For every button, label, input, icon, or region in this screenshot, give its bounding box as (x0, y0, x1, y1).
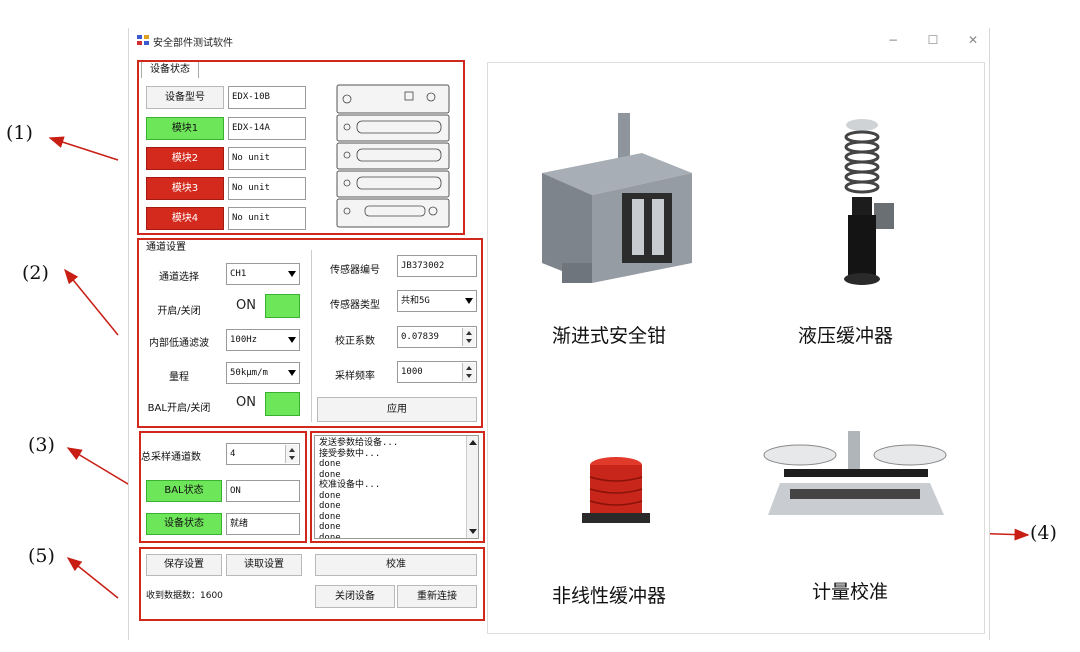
close-device-button[interactable]: 关闭设备 (315, 585, 395, 608)
device-state-indicator: 设备状态 (146, 513, 222, 535)
total-channels-value: 4 (230, 449, 236, 459)
product-caption-4: 计量校准 (812, 581, 889, 603)
annotation-label-4: (4) (1030, 522, 1057, 544)
module-2-value: No unit (228, 147, 306, 170)
channel-select-label: 通道选择 (159, 272, 199, 283)
total-channels-label: 总采样通道数 (141, 452, 201, 463)
on-off-toggle[interactable] (265, 294, 300, 318)
sensor-type-value: 共和5G (401, 296, 430, 306)
annotation-label-1: (1) (6, 122, 33, 144)
sensor-type-dropdown[interactable]: 共和5G (397, 290, 477, 312)
bal-status-indicator: BAL状态 (146, 480, 222, 502)
on-off-state: ON (236, 298, 256, 313)
log-textbox[interactable]: 发送参数给设备... 接受参数中... done done 校准设备中... d… (314, 435, 479, 539)
total-channels-spinbox[interactable]: 4 (226, 443, 300, 465)
arrow-3 (66, 447, 139, 491)
bal-on-off-label: BAL开启/关闭 (147, 403, 211, 414)
calibration-scale-image[interactable] (760, 423, 950, 543)
calib-coef-spinbox[interactable]: 0.07839 (397, 326, 477, 348)
nonlinear-buffer-image[interactable] (578, 453, 658, 533)
channel-select-dropdown[interactable]: CH1 (226, 263, 300, 285)
module-3-status[interactable]: 模块3 (146, 177, 224, 200)
hydraulic-buffer-image[interactable] (828, 113, 908, 288)
bal-on-off-state: ON (236, 395, 256, 410)
sensor-id-label: 传感器编号 (330, 265, 380, 276)
chevron-down-icon (288, 337, 296, 343)
log-scrollbar[interactable] (466, 436, 478, 538)
reconnect-button[interactable]: 重新连接 (397, 585, 477, 608)
maximize-button[interactable]: ☐ (927, 33, 939, 47)
load-settings-button[interactable]: 读取设置 (226, 554, 302, 576)
window-title: 安全部件测试软件 (153, 38, 233, 49)
minimize-button[interactable]: − (887, 33, 899, 47)
product-caption-2: 液压缓冲器 (798, 325, 894, 347)
actions-panel (139, 547, 485, 621)
app-window: 安全部件测试软件 − ☐ ✕ 设备状态 设备型号 EDX-10B 模块1 EDX… (128, 28, 990, 640)
channel-settings-panel (137, 238, 483, 428)
safety-gear-image[interactable] (532, 113, 702, 293)
module-3-value: No unit (228, 177, 306, 200)
device-model-label: 设备型号 (146, 86, 224, 109)
annotation-label-2: (2) (22, 262, 49, 284)
device-rack-illustration (336, 84, 450, 228)
module-4-status[interactable]: 模块4 (146, 207, 224, 230)
calib-coef-label: 校正系数 (335, 336, 375, 347)
module-2-status[interactable]: 模块2 (146, 147, 224, 170)
sample-rate-label: 采样频率 (335, 371, 375, 382)
annotation-label-3: (3) (28, 434, 55, 456)
module-1-status[interactable]: 模块1 (146, 117, 224, 140)
arrow-2 (64, 268, 119, 336)
device-status-panel (137, 60, 465, 235)
annotation-label-5: (5) (28, 545, 55, 567)
scroll-up-icon[interactable] (469, 440, 477, 445)
spin-arrows-icon[interactable] (462, 363, 475, 381)
received-count-label: 收到数据数：1600 (146, 591, 223, 601)
apply-button[interactable]: 应用 (317, 397, 477, 422)
lowpass-value: 100Hz (230, 335, 258, 345)
range-label: 量程 (169, 372, 189, 383)
sample-rate-value: 1000 (401, 367, 423, 377)
spin-arrows-icon[interactable] (285, 445, 298, 463)
save-settings-button[interactable]: 保存设置 (146, 554, 222, 576)
close-button[interactable]: ✕ (967, 33, 979, 47)
arrow-1 (48, 136, 119, 161)
device-model-value: EDX-10B (228, 86, 306, 109)
sample-rate-spinbox[interactable]: 1000 (397, 361, 477, 383)
log-panel (310, 431, 485, 543)
product-showcase-panel: 渐进式安全钳 液压缓冲器 非线性缓冲器 (487, 62, 985, 634)
bal-status-value: ON (226, 480, 300, 502)
on-off-label: 开启/关闭 (157, 306, 201, 317)
channel-settings-title: 通道设置 (146, 242, 186, 253)
product-caption-3: 非线性缓冲器 (552, 585, 667, 607)
bal-on-off-toggle[interactable] (265, 392, 300, 416)
calib-coef-value: 0.07839 (401, 332, 439, 342)
channel-select-value: CH1 (230, 269, 247, 279)
range-dropdown[interactable]: 50kμm/m (226, 362, 300, 384)
arrow-5 (66, 557, 119, 599)
app-logo-icon (137, 35, 149, 45)
chevron-down-icon (288, 370, 296, 376)
log-text: 发送参数给设备... 接受参数中... done done 校准设备中... d… (319, 438, 399, 538)
sensor-id-input[interactable]: JB373002 (397, 255, 477, 277)
spin-arrows-icon[interactable] (462, 328, 475, 346)
module-4-value: No unit (228, 207, 306, 230)
calibrate-button[interactable]: 校准 (315, 554, 477, 576)
product-caption-1: 渐进式安全钳 (552, 325, 667, 347)
scroll-down-icon[interactable] (469, 529, 477, 534)
lowpass-label: 内部低通滤波 (149, 338, 209, 349)
status-panel (139, 431, 307, 543)
sensor-type-label: 传感器类型 (330, 300, 380, 311)
title-bar: 安全部件测试软件 − ☐ ✕ (129, 28, 991, 54)
column-divider (311, 250, 312, 422)
lowpass-dropdown[interactable]: 100Hz (226, 329, 300, 351)
module-1-value: EDX-14A (228, 117, 306, 140)
range-value: 50kμm/m (230, 368, 268, 378)
device-state-value: 就绪 (226, 513, 300, 535)
chevron-down-icon (465, 298, 473, 304)
chevron-down-icon (288, 271, 296, 277)
